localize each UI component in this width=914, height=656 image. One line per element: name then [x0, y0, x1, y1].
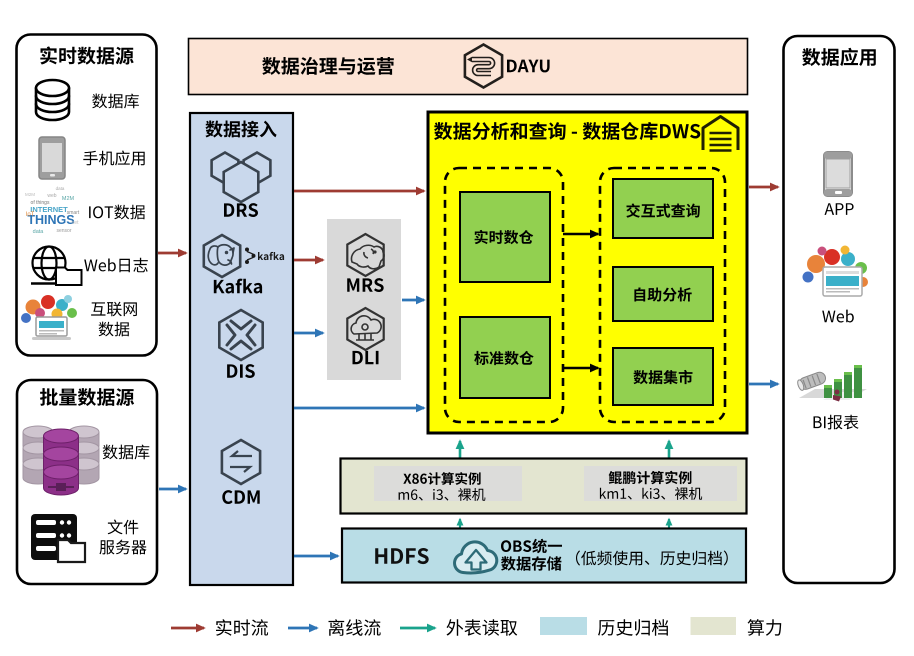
svg-text:sensor: sensor [56, 228, 71, 234]
svg-text:web: web [47, 193, 56, 199]
svg-text:INTERNET: INTERNET [30, 205, 68, 214]
svg-text:THINGS: THINGS [27, 213, 74, 227]
svg-text:net: net [72, 220, 80, 226]
svg-text:data: data [56, 186, 65, 191]
svg-text:IoT: IoT [26, 212, 35, 218]
svg-text:of things: of things [31, 200, 50, 206]
svg-text:data: data [33, 229, 45, 235]
svg-text:smart: smart [67, 210, 80, 216]
svg-text:M2M: M2M [25, 192, 35, 197]
svg-text:M2M: M2M [62, 196, 75, 202]
